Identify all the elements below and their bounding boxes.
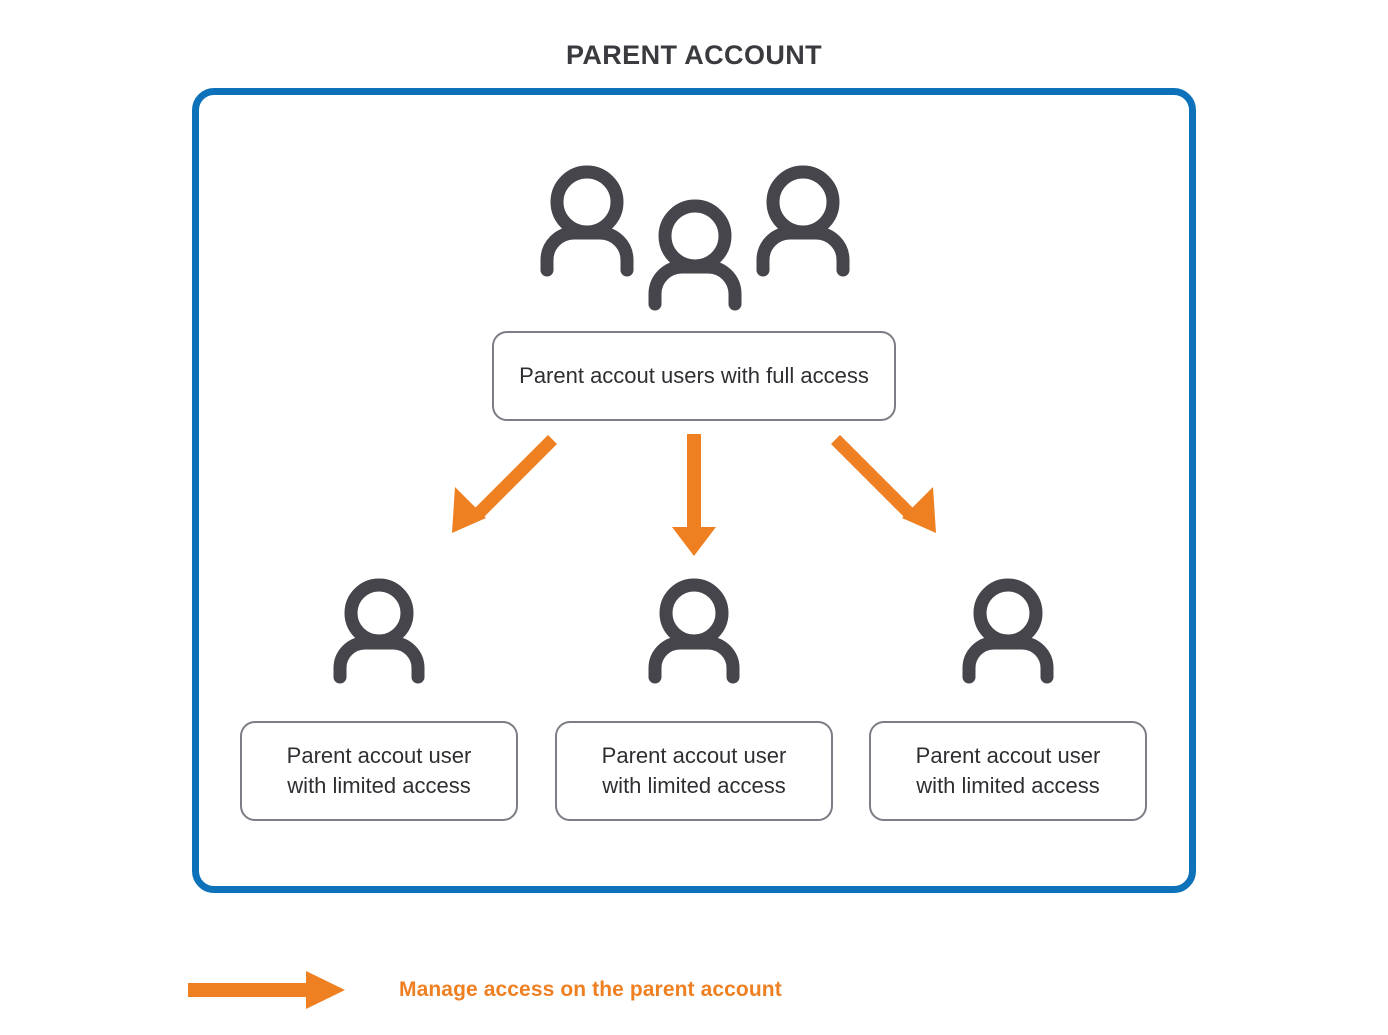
person-icon-3 — [951, 576, 1065, 686]
page-title: PARENT ACCOUNT — [565, 40, 823, 70]
three-people-group-icon — [534, 158, 856, 318]
legend-label: Manage access on the parent account — [399, 978, 782, 1001]
parent-full-access-box: Parent accout users with full access — [492, 331, 896, 421]
limited-access-box-1: Parent accout user with limited access — [240, 721, 518, 821]
parent-full-access-label: Parent accout users with full access — [519, 363, 869, 388]
limited-access-label-2: Parent accout user with limited access — [601, 743, 787, 798]
legend-right-arrow-icon — [188, 971, 345, 1009]
limited-access-box-3: Parent accout user with limited access — [869, 721, 1147, 821]
limited-access-box-2: Parent accout user with limited access — [555, 721, 833, 821]
person-icon-1 — [322, 576, 436, 686]
limited-access-label-3: Parent accout user with limited access — [915, 743, 1101, 798]
limited-access-label-1: Parent accout user with limited access — [286, 743, 472, 798]
person-icon-2 — [637, 576, 751, 686]
